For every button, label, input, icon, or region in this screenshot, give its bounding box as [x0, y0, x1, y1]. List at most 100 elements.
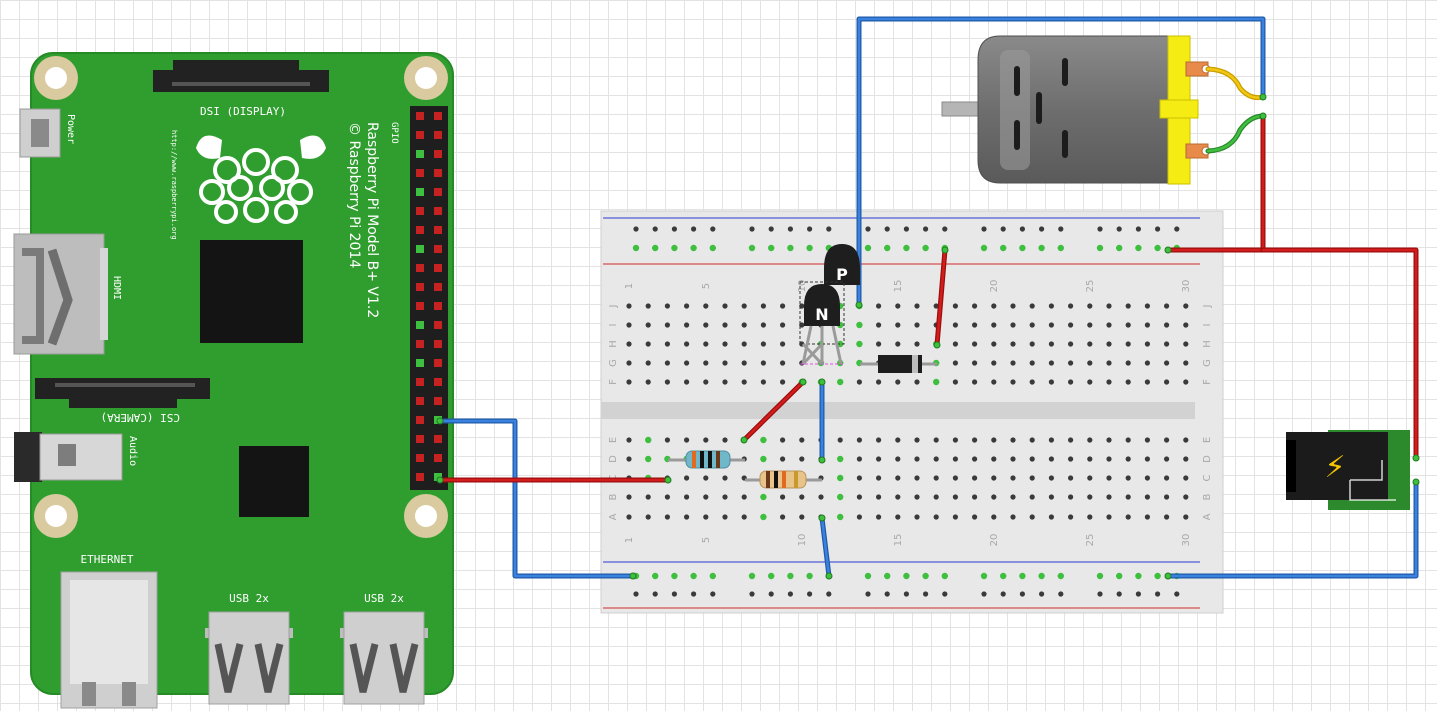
breadboard-hole[interactable]	[1029, 494, 1035, 500]
breadboard-hole[interactable]	[703, 379, 709, 385]
rail-hole[interactable]	[1174, 591, 1180, 597]
rail-hole[interactable]	[864, 244, 872, 252]
breadboard-hole[interactable]	[1048, 379, 1054, 385]
rail-hole[interactable]	[690, 244, 697, 252]
breadboard-hole[interactable]	[664, 379, 671, 385]
breadboard-hole[interactable]	[760, 322, 767, 328]
breadboard-hole[interactable]	[1164, 341, 1170, 347]
gpio-pin[interactable]	[434, 188, 442, 196]
breadboard-hole[interactable]	[991, 494, 997, 500]
rail-hole[interactable]	[865, 226, 871, 232]
gpio-pin[interactable]	[416, 150, 424, 158]
breadboard-hole[interactable]	[933, 378, 940, 386]
breadboard-hole[interactable]	[972, 379, 978, 385]
breadboard-hole[interactable]	[895, 494, 901, 500]
breadboard-hole[interactable]	[895, 341, 901, 347]
breadboard-hole[interactable]	[645, 341, 651, 347]
rail-hole[interactable]	[923, 591, 929, 597]
rail-hole[interactable]	[1038, 244, 1045, 252]
rail-hole[interactable]	[709, 572, 716, 580]
breadboard-hole[interactable]	[684, 360, 690, 366]
breadboard-hole[interactable]	[991, 322, 997, 328]
breadboard-hole[interactable]	[1087, 322, 1093, 328]
breadboard-hole[interactable]	[741, 303, 747, 309]
breadboard-hole[interactable]	[876, 341, 882, 347]
wire-endpoint[interactable]	[1164, 572, 1172, 580]
rail-hole[interactable]	[903, 226, 910, 232]
breadboard-hole[interactable]	[1029, 341, 1035, 347]
rail-hole[interactable]	[1135, 572, 1142, 580]
rail-hole[interactable]	[671, 572, 678, 580]
gpio-pin[interactable]	[434, 302, 442, 310]
breadboard-hole[interactable]	[1048, 494, 1054, 500]
gpio-pin[interactable]	[434, 283, 442, 291]
gpio-pin[interactable]	[434, 150, 442, 158]
breadboard-hole[interactable]	[991, 341, 997, 347]
breadboard-hole[interactable]	[876, 322, 882, 328]
wire-endpoint[interactable]	[1412, 478, 1420, 486]
gpio-pin[interactable]	[434, 321, 442, 329]
breadboard-hole[interactable]	[933, 456, 939, 462]
rail-hole[interactable]	[1174, 226, 1180, 232]
rail-hole[interactable]	[1154, 244, 1161, 252]
transistor-n[interactable]: N	[804, 284, 840, 326]
breadboard-hole[interactable]	[1164, 456, 1170, 462]
breadboard-hole[interactable]	[645, 514, 651, 520]
rail-hole[interactable]	[1096, 244, 1104, 252]
breadboard-hole[interactable]	[1048, 514, 1054, 520]
breadboard-hole[interactable]	[1087, 341, 1093, 347]
wire-motor-lead-yellow[interactable]	[1205, 66, 1266, 101]
rail-hole[interactable]	[806, 572, 813, 580]
breadboard-hole[interactable]	[645, 360, 651, 366]
breadboard-hole[interactable]	[1087, 379, 1093, 385]
wire-endpoint[interactable]	[818, 514, 826, 522]
resistor-2[interactable]	[745, 470, 822, 489]
rail-hole[interactable]	[748, 572, 756, 580]
gpio-pin[interactable]	[416, 340, 424, 348]
breadboard-hole[interactable]	[972, 475, 978, 481]
rail-hole[interactable]	[1039, 226, 1045, 232]
rail-hole[interactable]	[652, 244, 659, 252]
breadboard-hole[interactable]	[1164, 494, 1170, 500]
usb-port-2[interactable]	[340, 611, 428, 705]
breadboard-hole[interactable]	[837, 378, 844, 386]
wire-endpoint[interactable]	[933, 341, 941, 349]
breadboard-hole[interactable]	[972, 341, 978, 347]
breadboard-hole[interactable]	[1068, 437, 1074, 443]
rail-hole[interactable]	[981, 226, 987, 232]
gpio-pin[interactable]	[416, 416, 424, 424]
breadboard-hole[interactable]	[741, 514, 747, 520]
breadboard-hole[interactable]	[1087, 437, 1093, 443]
breadboard-hole[interactable]	[722, 437, 728, 443]
breadboard-hole[interactable]	[895, 437, 901, 443]
rail-hole[interactable]	[1154, 572, 1161, 580]
wire-endpoint[interactable]	[855, 301, 863, 309]
breadboard-hole[interactable]	[1087, 360, 1093, 366]
breadboard-hole[interactable]	[1125, 341, 1131, 347]
breadboard-hole[interactable]	[799, 514, 805, 520]
audio-jack[interactable]	[14, 432, 123, 482]
rail-hole[interactable]	[690, 572, 697, 580]
breadboard-hole[interactable]	[1144, 437, 1150, 443]
breadboard-hole[interactable]	[1048, 360, 1054, 366]
breadboard-hole[interactable]	[684, 379, 690, 385]
rail-hole[interactable]	[671, 591, 678, 597]
rail-hole[interactable]	[710, 226, 716, 232]
breadboard-hole[interactable]	[972, 494, 978, 500]
breadboard-hole[interactable]	[1048, 322, 1054, 328]
breadboard-hole[interactable]	[722, 341, 728, 347]
breadboard-hole[interactable]	[684, 303, 690, 309]
rail-hole[interactable]	[1039, 591, 1045, 597]
breadboard-hole[interactable]	[952, 475, 959, 481]
breadboard-hole[interactable]	[1183, 456, 1189, 462]
breadboard-hole[interactable]	[1106, 303, 1112, 309]
breadboard-hole[interactable]	[799, 456, 805, 462]
rail-hole[interactable]	[942, 591, 948, 597]
rail-hole[interactable]	[671, 226, 678, 232]
breadboard-hole[interactable]	[1125, 360, 1131, 366]
gpio-pin[interactable]	[434, 454, 442, 462]
rail-hole[interactable]	[903, 591, 910, 597]
rail-hole[interactable]	[1000, 572, 1007, 580]
breadboard-hole[interactable]	[799, 494, 805, 500]
breadboard-hole[interactable]	[972, 437, 978, 443]
